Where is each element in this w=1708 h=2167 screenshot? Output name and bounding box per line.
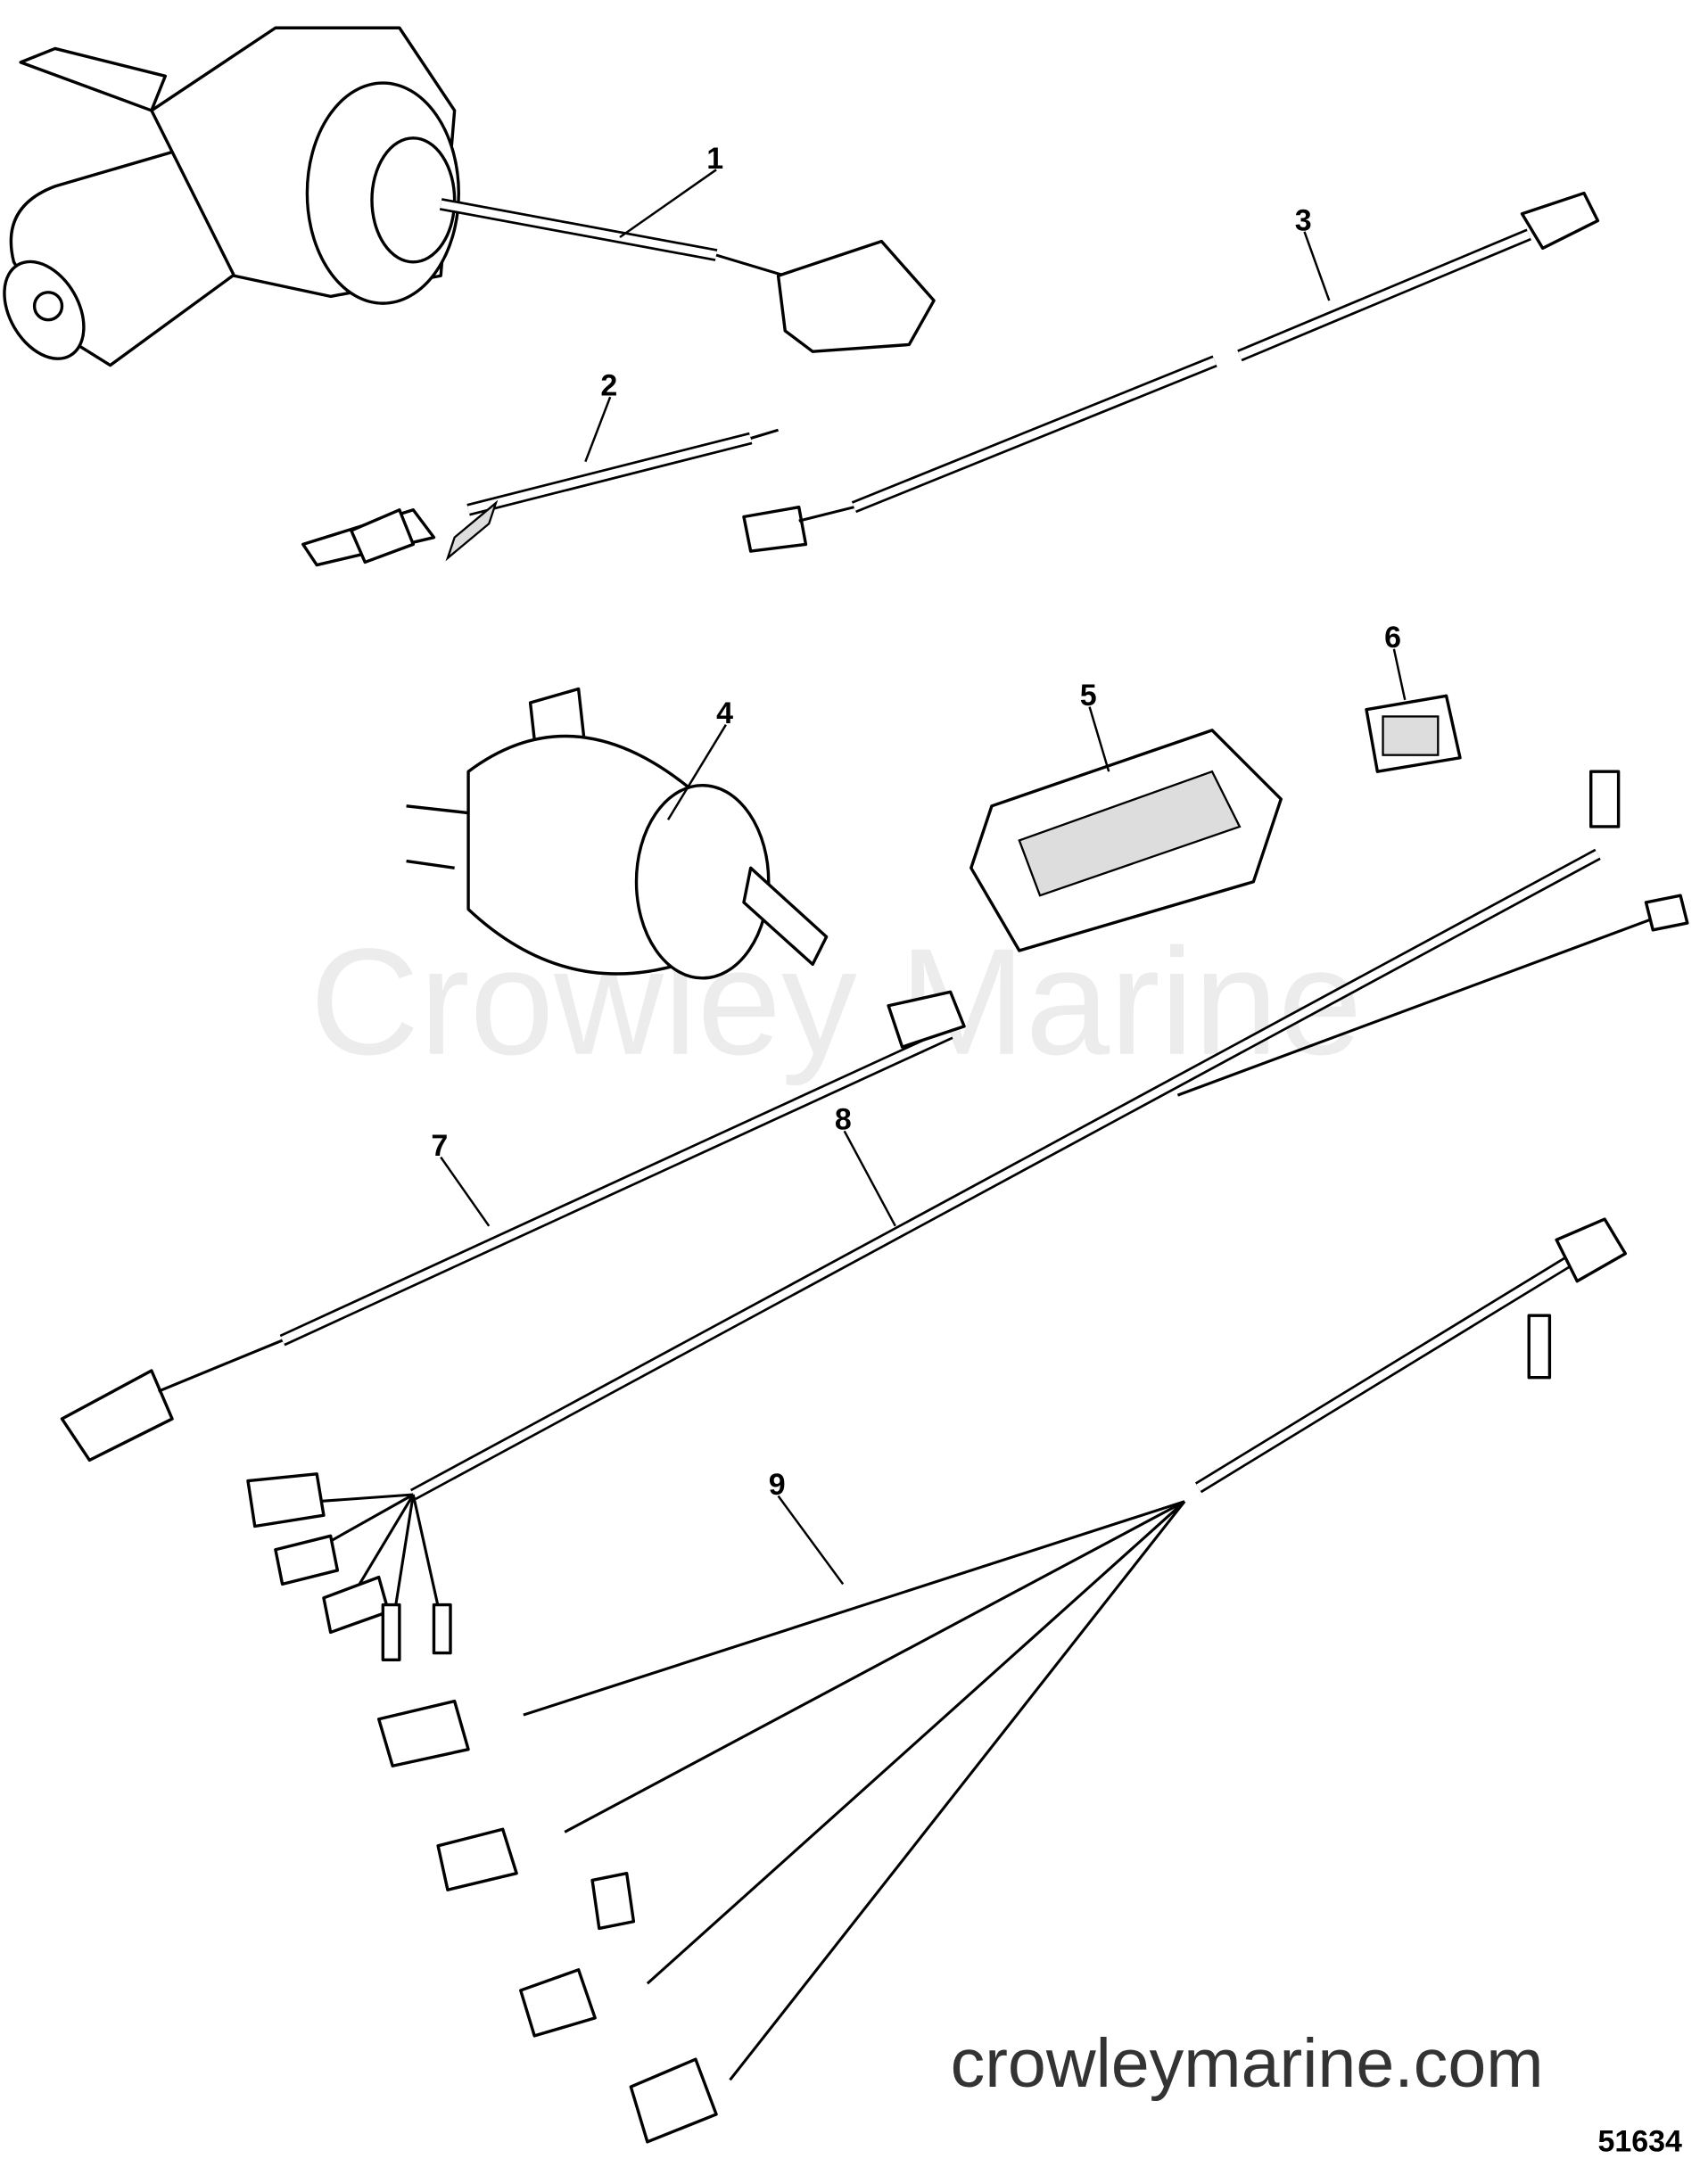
callout-2: 2: [600, 369, 617, 403]
callout-5: 5: [1080, 679, 1097, 713]
part-5-connector-block[interactable]: [970, 729, 1283, 952]
callout-4: 4: [716, 696, 733, 730]
website-watermark: crowleymarine.com: [951, 2025, 1544, 2102]
callout-labels: 1 2 3 4 5 6 7 8 9: [431, 142, 1401, 1502]
callout-3: 3: [1295, 203, 1312, 237]
part-2-harness[interactable]: [301, 428, 780, 567]
leader-lines: [440, 169, 1407, 1586]
figure-number: 51634: [1597, 2125, 1682, 2159]
part-4-helm-motor[interactable]: [406, 687, 829, 980]
part-3-extension-harness[interactable]: [742, 191, 1600, 553]
callout-6: 6: [1384, 621, 1401, 655]
part-1-steering-actuator[interactable]: [0, 26, 936, 373]
callout-7: 7: [431, 1129, 448, 1163]
callout-9: 9: [769, 1468, 786, 1502]
part-7-harness[interactable]: [60, 990, 966, 1463]
part-9-harness[interactable]: [376, 1217, 1628, 2144]
callout-1: 1: [706, 142, 723, 176]
part-8-harness[interactable]: [246, 770, 1689, 1662]
callout-8: 8: [835, 1103, 852, 1137]
part-6-connector[interactable]: [1365, 694, 1462, 773]
watermark: Crowley Marine: [309, 917, 1362, 1086]
